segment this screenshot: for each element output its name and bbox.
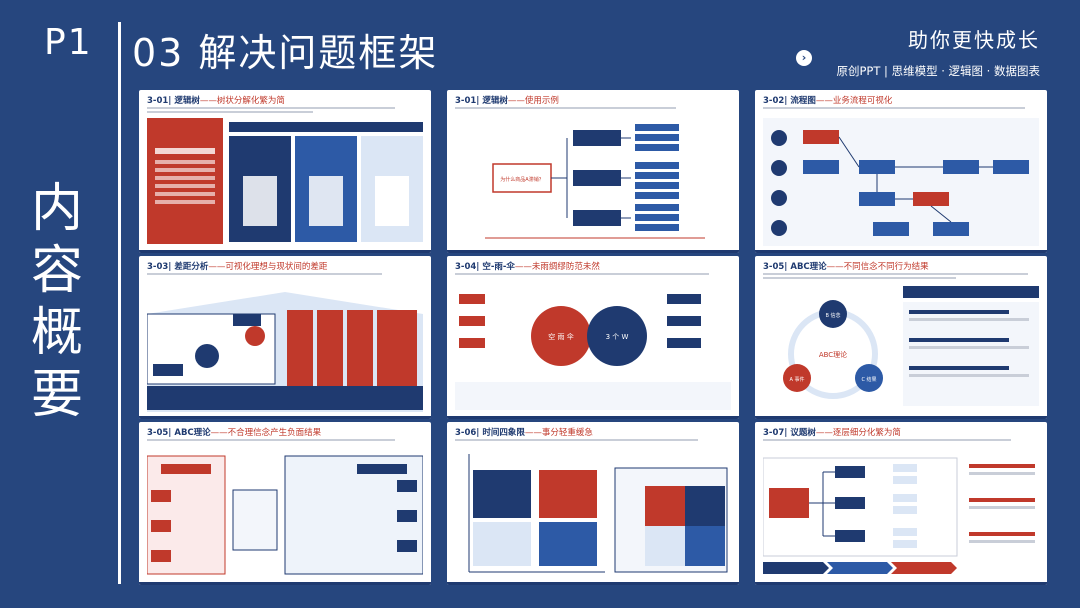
slide-diagram <box>763 450 1039 578</box>
slide-diagram: ABC理论 B 信念 A 事件 C 结果 <box>763 284 1039 412</box>
side-title: 内 容 概 要 <box>22 178 92 426</box>
slide-diagram <box>763 118 1039 246</box>
root-question: 为什么商品A滞销？ <box>500 176 543 183</box>
slide-title: 3-05| ABC理论——不同信念不同行为结果 <box>763 262 929 272</box>
core-label: 空 雨 伞 <box>548 332 573 341</box>
slide-description <box>147 439 423 445</box>
slide-title: 3-07| 议题树——逐层细分化繁为简 <box>763 428 901 438</box>
side-char: 内 <box>30 179 83 239</box>
slide-thumbnail[interactable]: 3-04| 空-雨-伞——未雨绸缪防范未然 空 雨 伞 3 个 W <box>447 256 739 419</box>
abc-center: ABC理论 <box>819 350 847 359</box>
slide-description <box>455 439 731 445</box>
slide-description <box>763 273 1039 279</box>
slide-diagram <box>455 450 731 578</box>
arrow-right-icon[interactable]: › <box>796 50 812 66</box>
slide-thumbnail[interactable]: 3-01| 逻辑树——使用示例 为什么商品A滞销？ <box>447 90 739 253</box>
abc-a: A 事件 <box>789 376 804 383</box>
slide-thumbnail[interactable]: 3-05| ABC理论——不同信念不同行为结果 ABC理论 B 信念 A 事件 … <box>755 256 1047 419</box>
slide-description <box>147 273 423 279</box>
side-char: 概 <box>30 303 83 363</box>
brand-slogan: 助你更快成长 <box>908 28 1040 52</box>
page-number: P1 <box>44 22 93 63</box>
slide-title: 3-04| 空-雨-伞——未雨绸缪防范未然 <box>455 262 600 272</box>
www-label: 3 个 W <box>606 333 629 341</box>
slide-thumbnail[interactable]: 3-02| 流程图——业务流程可视化 <box>755 90 1047 253</box>
slide-title: 3-03| 差距分析——可视化理想与现状间的差距 <box>147 262 328 272</box>
slide-description <box>455 273 731 279</box>
abc-b: B 信念 <box>825 312 840 319</box>
slide-diagram: 为什么商品A滞销？ <box>455 118 731 246</box>
brand-subtitle: 原创PPT | 思维模型 · 逻辑图 · 数据图表 <box>836 64 1040 78</box>
side-char: 容 <box>30 241 83 301</box>
slide-diagram <box>147 284 423 412</box>
abc-c: C 结果 <box>861 376 876 383</box>
slide-description <box>147 107 423 113</box>
slide-title: 3-01| 逻辑树——使用示例 <box>455 96 559 106</box>
slide-diagram <box>147 450 423 578</box>
slide-thumbnail[interactable]: 3-07| 议题树——逐层细分化繁为简 <box>755 422 1047 585</box>
slide-thumbnail[interactable]: 3-01| 逻辑树——树状分解化繁为简 <box>139 90 431 253</box>
page-title: 03 解决问题框架 <box>132 31 439 75</box>
slide-title: 3-05| ABC理论——不合理信念产生负面结果 <box>147 428 322 438</box>
brand-block: 助你更快成长 原创PPT | 思维模型 · 逻辑图 · 数据图表 <box>836 24 1040 79</box>
slide-diagram <box>147 118 423 246</box>
slide-thumbnail[interactable]: 3-03| 差距分析——可视化理想与现状间的差距 <box>139 256 431 419</box>
slide-thumbnail[interactable]: 3-06| 时间四象限——事分轻重缓急 <box>447 422 739 585</box>
slide-description <box>763 107 1039 113</box>
slide-title: 3-01| 逻辑树——树状分解化繁为简 <box>147 96 285 106</box>
slide-thumbnail[interactable]: 3-05| ABC理论——不合理信念产生负面结果 <box>139 422 431 585</box>
slide-description <box>763 439 1039 445</box>
slide-title: 3-02| 流程图——业务流程可视化 <box>763 96 893 106</box>
side-char: 要 <box>30 365 83 425</box>
slide-description <box>455 107 731 113</box>
slide-title: 3-06| 时间四象限——事分轻重缓急 <box>455 428 593 438</box>
slide-diagram: 空 雨 伞 3 个 W <box>455 284 731 412</box>
divider-line <box>118 22 121 584</box>
